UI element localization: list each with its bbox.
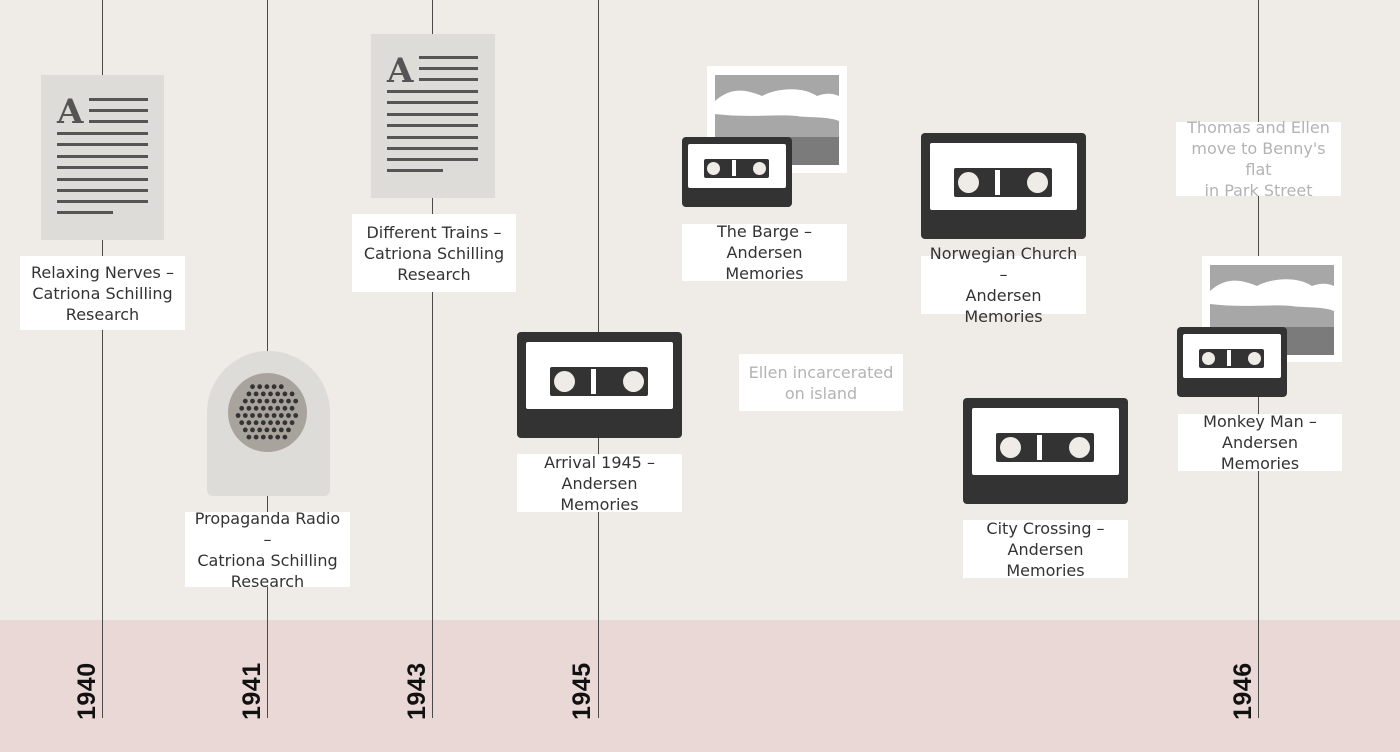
cassette-icon[interactable] [963,398,1128,504]
year-label-1946: 1946 [1229,662,1257,720]
event-label-norwegian-church[interactable]: Norwegian Church – Andersen Memories [921,244,1086,326]
event-label-arrival-1945[interactable]: Arrival 1945 – Andersen Memories [517,453,682,514]
year-label-1941: 1941 [238,662,266,720]
year-label-1945: 1945 [568,662,596,720]
event-label-different-trains[interactable]: Different Trains – Catriona Schilling Re… [352,214,516,292]
year-label-1943: 1943 [403,662,431,720]
radio-icon[interactable] [207,351,330,496]
cassette-icon[interactable] [921,133,1086,239]
year-label-1940: 1940 [73,662,101,720]
document-icon[interactable]: A [371,34,495,198]
event-note-thomas-and-ellen: Thomas and Ellen move to Benny's flat in… [1176,118,1341,200]
timeline-line-1943 [432,0,433,718]
cassette-icon[interactable] [517,332,682,438]
year-band [0,620,1400,752]
event-label-the-barge[interactable]: The Barge – Andersen Memories [682,222,847,283]
event-label-city-crossing[interactable]: City Crossing – Andersen Memories [963,519,1128,580]
document-icon[interactable]: A [41,75,164,240]
cassette-icon[interactable] [1177,327,1287,397]
timeline-line-1940 [102,0,103,718]
event-label-monkey-man[interactable]: Monkey Man – Andersen Memories [1178,412,1342,473]
event-note-ellen-incarcerated: Ellen incarcerated on island [739,354,903,411]
event-label-propaganda-radio[interactable]: Propaganda Radio – Catriona Schilling Re… [185,509,350,591]
speaker-grille [228,373,307,452]
event-label-relaxing-nerves[interactable]: Relaxing Nerves – Catriona Schilling Res… [20,256,185,330]
cassette-icon[interactable] [682,137,792,207]
